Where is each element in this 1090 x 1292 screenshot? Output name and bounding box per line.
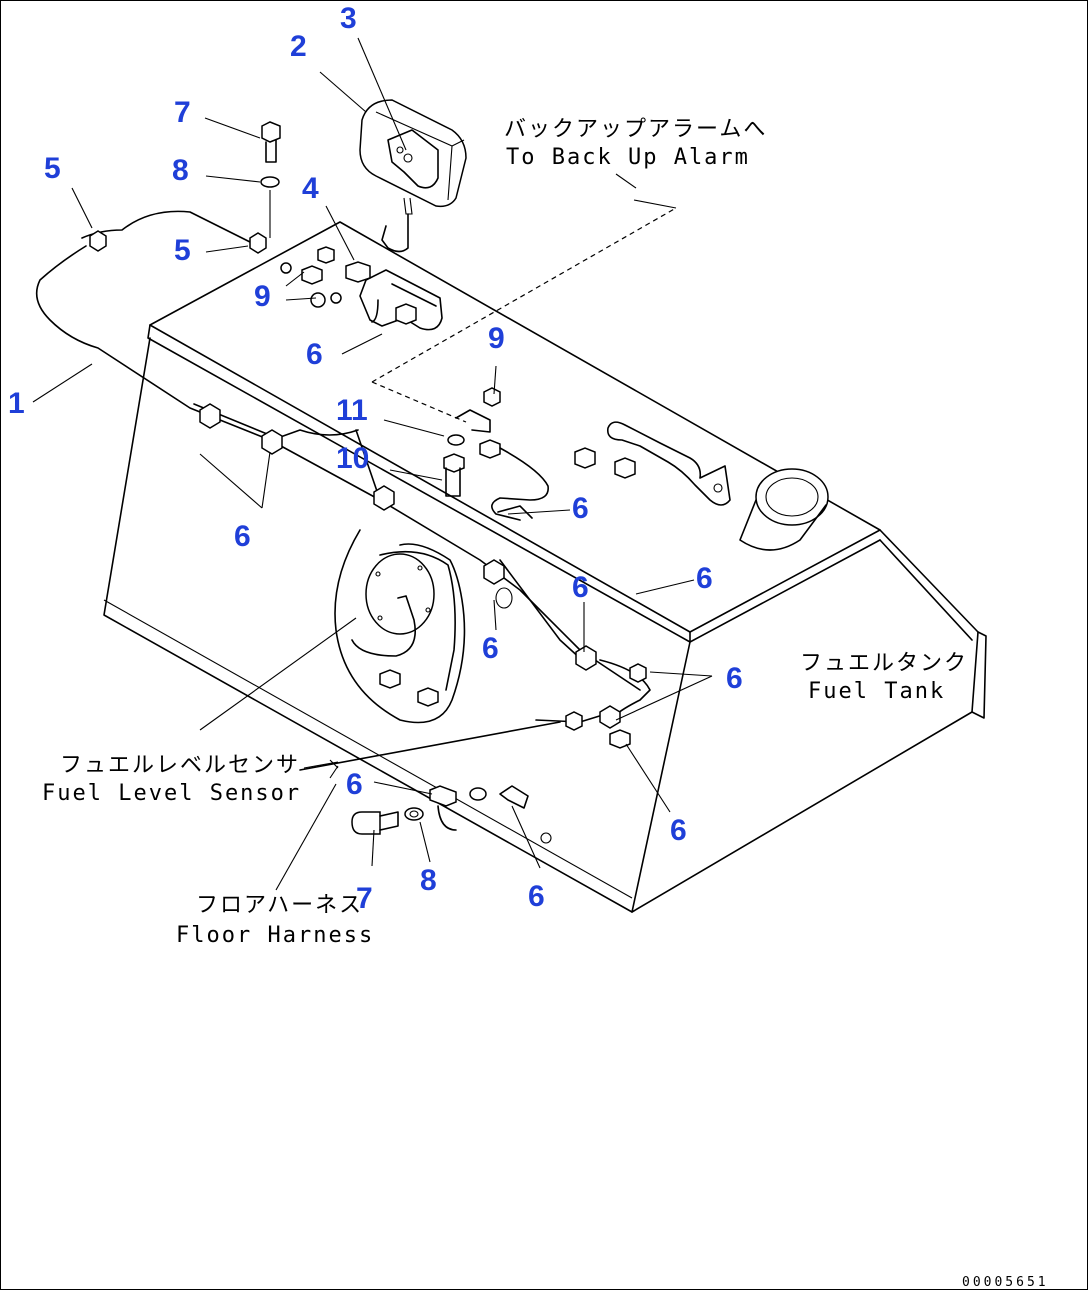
fuel-sensor-label-jp: フュエルレベルセンサ <box>60 753 300 778</box>
clamp-group-center <box>455 387 549 521</box>
bolt-top <box>260 121 281 238</box>
bolt-bottom <box>351 807 424 835</box>
callout-6-bracket: 6 <box>306 338 323 371</box>
callout-6-right: 6 <box>726 662 743 695</box>
callout-6-lower-left: 6 <box>346 768 363 801</box>
callout-8-bottom: 8 <box>420 864 437 897</box>
floor-harness-label-en: Floor Harness <box>176 923 374 948</box>
backup-alarm-label-jp: バックアップアラームへ <box>504 117 767 142</box>
fuel-tank-label-jp: フュエルタンク <box>800 651 968 676</box>
callout-6-bottom: 6 <box>528 880 545 913</box>
clamp-group-bottom <box>429 785 552 844</box>
text-labels: バックアップアラームへ To Back Up Alarm フュエルタンク Fue… <box>42 117 1049 1290</box>
callout-7-top: 7 <box>174 96 191 129</box>
callout-6-harness: 6 <box>234 520 251 553</box>
wiring-harness <box>35 210 651 771</box>
callout-5-center: 5 <box>174 234 191 267</box>
filler-neck <box>739 468 829 551</box>
leader-lines <box>32 37 713 891</box>
drawing-code: 00005651 <box>962 1275 1049 1290</box>
callout-6-mid: 6 <box>572 571 589 604</box>
fuel-sensor-label-en: Fuel Level Sensor <box>42 781 301 806</box>
callout-11: 11 <box>336 394 368 427</box>
callout-10: 10 <box>336 442 369 475</box>
fuel-tank-label-en: Fuel Tank <box>808 679 945 704</box>
callout-4: 4 <box>302 172 319 205</box>
callout-5-left: 5 <box>44 152 61 185</box>
callout-7-bottom: 7 <box>356 882 373 915</box>
callout-9-left: 9 <box>254 280 271 313</box>
callout-6-lower-right: 6 <box>670 814 687 847</box>
fuel-level-sensor <box>334 529 466 724</box>
tank-strap-bracket <box>574 421 731 506</box>
callout-6-clip: 6 <box>572 492 589 525</box>
backup-alarm <box>359 99 467 253</box>
backup-alarm-label-en: To Back Up Alarm <box>506 145 750 170</box>
callout-numbers: 1 2 3 4 5 5 6 6 6 6 6 6 6 6 6 6 7 7 8 8 … <box>8 2 743 915</box>
harness-bracket <box>280 246 443 331</box>
callout-9-right: 9 <box>488 322 505 355</box>
callout-8-top: 8 <box>172 154 189 187</box>
fuel-tank-outline <box>103 221 987 913</box>
bolt-middle <box>443 434 465 497</box>
callout-3: 3 <box>340 2 357 35</box>
callout-2: 2 <box>290 30 307 63</box>
floor-harness-label-jp: フロアハーネス <box>196 893 363 918</box>
callout-1: 1 <box>8 387 25 420</box>
callout-6-tank-edge: 6 <box>696 562 713 595</box>
callout-6-sensor: 6 <box>482 632 499 665</box>
